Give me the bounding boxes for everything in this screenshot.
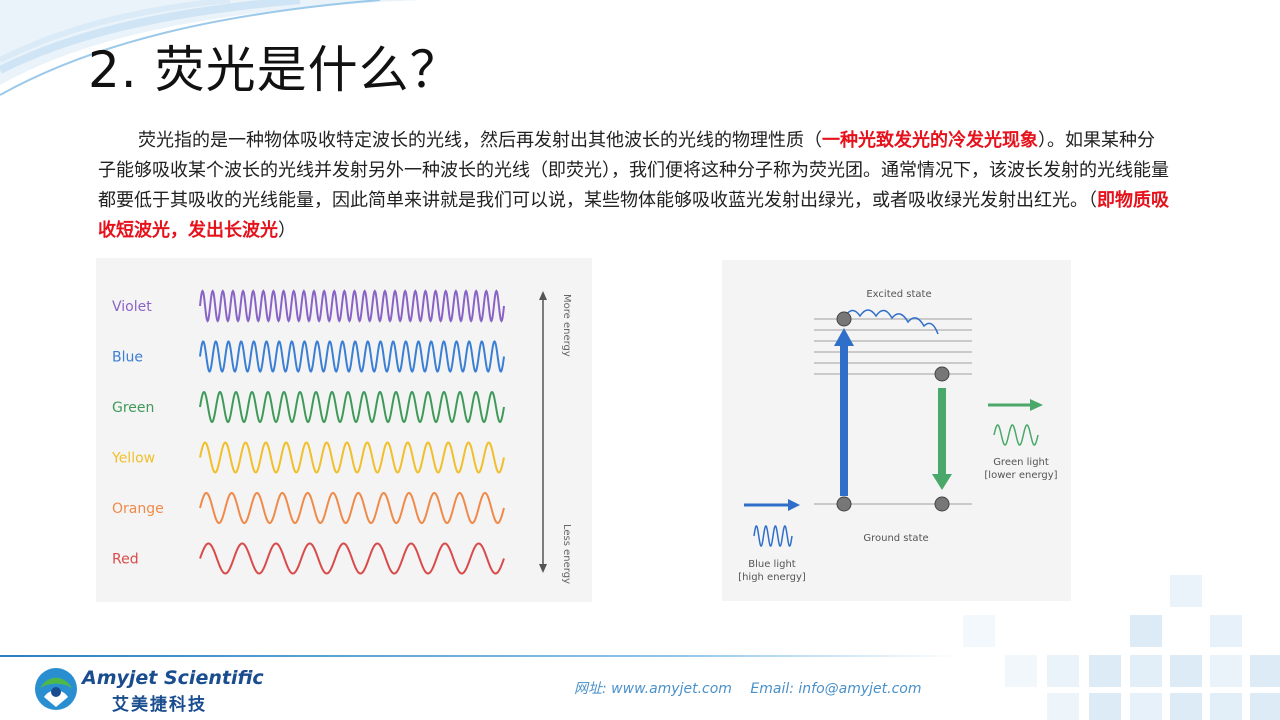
wave-orange bbox=[199, 492, 505, 524]
emission-arrow-shaft bbox=[938, 388, 946, 476]
blue-light-energy-label: [high energy] bbox=[738, 572, 806, 583]
excited-electron bbox=[836, 311, 852, 327]
less-energy-label: Less energy bbox=[561, 524, 572, 584]
logo-english-name: Amyjet Scientific bbox=[82, 667, 264, 689]
decorative-tiles bbox=[963, 575, 1280, 720]
paragraph-text-1: 荧光指的是一种物体吸收特定波长的光线，然后再发射出其他波长的光线的物理性质（ bbox=[138, 130, 822, 151]
energy-arrow-up bbox=[539, 291, 547, 300]
ground-electron-left bbox=[836, 496, 852, 512]
blue-light-wave bbox=[753, 525, 793, 547]
email-link[interactable]: Email: info@amyjet.com bbox=[750, 681, 922, 697]
contact-info: 网址: www.amyjet.com Email: info@amyjet.co… bbox=[574, 678, 936, 698]
absorption-arrow-shaft bbox=[840, 344, 848, 496]
emission-arrow-head bbox=[932, 474, 952, 490]
more-energy-label: More energy bbox=[561, 294, 572, 357]
ground-state-label: Ground state bbox=[863, 533, 928, 544]
page-title: 2. 荧光是什么？ bbox=[88, 41, 461, 99]
company-logo bbox=[35, 668, 77, 710]
excited-levels bbox=[814, 318, 972, 375]
relaxation-path bbox=[843, 309, 939, 335]
wave-label-orange: Orange bbox=[112, 501, 164, 517]
footer-divider bbox=[0, 655, 960, 657]
logo-chinese-name: 艾美捷科技 bbox=[112, 695, 207, 715]
paragraph-text-2: ）。如果某种分子能够吸收某个波长的光线并发射另外一种波长的光线（即荧光），我们便… bbox=[98, 130, 1169, 211]
wave-label-violet: Violet bbox=[112, 299, 152, 315]
wave-label-yellow: Yellow bbox=[111, 451, 155, 467]
wave-label-blue: Blue bbox=[112, 350, 143, 366]
highlight-text-1: 一种光致发光的冷发光现象 bbox=[822, 130, 1038, 151]
wave-label-green: Green bbox=[112, 400, 154, 416]
excited-state-label: Excited state bbox=[866, 289, 931, 300]
ground-electron-right bbox=[934, 496, 950, 512]
wave-blue bbox=[199, 340, 505, 373]
blue-light-arrow-head bbox=[788, 499, 800, 511]
absorption-arrow-head bbox=[834, 328, 854, 346]
green-light-wave bbox=[993, 424, 1039, 446]
wave-violet bbox=[199, 289, 505, 323]
green-light-label: Green light bbox=[993, 457, 1049, 468]
wave-yellow bbox=[199, 441, 505, 474]
energy-arrow-down bbox=[539, 564, 547, 573]
green-light-arrow-head bbox=[1030, 399, 1043, 411]
green-light-energy-label: [lower energy] bbox=[984, 470, 1057, 481]
wave-red bbox=[199, 542, 505, 575]
body-paragraph: 荧光指的是一种物体吸收特定波长的光线，然后再发射出其他波长的光线的物理性质（一种… bbox=[98, 126, 1170, 246]
header-swoosh-decoration bbox=[0, 0, 420, 96]
paragraph-text-3: ） bbox=[278, 220, 296, 241]
jablonski-svg: Excited state Ground state Blue light [h… bbox=[738, 289, 1057, 583]
blue-light-label: Blue light bbox=[748, 559, 796, 570]
wave-label-red: Red bbox=[112, 552, 139, 568]
website-link[interactable]: 网址: www.amyjet.com bbox=[574, 681, 732, 697]
fluorescence-diagram: Excited state Ground state Blue light [h… bbox=[722, 260, 1071, 601]
highlight-text-2: 即物质吸收短波光，发出长波光 bbox=[98, 190, 1169, 241]
relaxed-electron bbox=[934, 366, 950, 382]
wave-green bbox=[199, 390, 505, 424]
